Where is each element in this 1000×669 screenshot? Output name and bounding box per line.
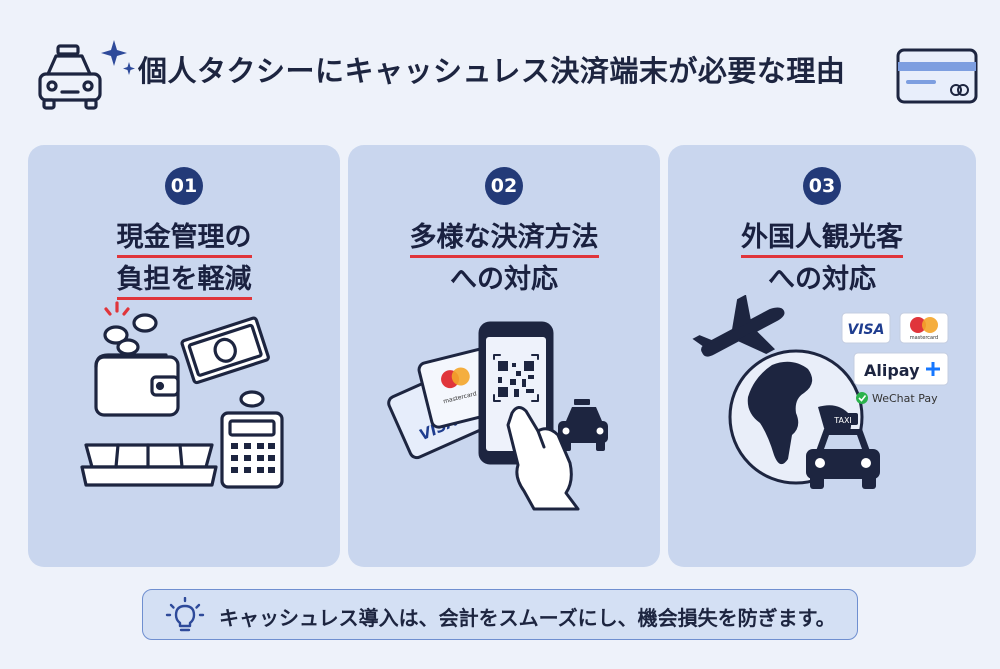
card-title-line2: への対応 [450,264,558,295]
mastercard-badge: mastercard [899,312,949,344]
card-title: 多様な決済方法 への対応 [348,217,660,301]
taxi-icon [38,40,135,110]
card-title-line1: 多様な決済方法 [409,221,599,258]
wechat-logo: WeChat Pay [872,392,938,405]
page-title: 個人タクシーにキャッシュレス決済端末が必要な理由 [138,54,846,88]
card-title: 現金管理の 負担を軽減 [28,217,340,301]
calculator-icon [220,411,284,489]
banknote-icon [180,316,270,385]
reason-card-foreign-tourists: 03 外国人観光客 への対応 VISA mastercard [668,145,976,567]
taxi-sign: TAXI [833,416,852,425]
footer-message: キャッシュレス導入は、会計をスムーズにし、機会損失を防ぎます。 [142,589,858,640]
lightbulb-icon [165,597,205,632]
taxi-icon: TAXI [806,413,880,489]
card-title-line1: 現金管理の [116,221,252,258]
wechat-pay-label: WeChat Pay [856,392,938,405]
mastercard-label: mastercard [910,335,938,341]
hand-icon [506,406,580,511]
reason-card-payment-methods: 02 多様な決済方法 への対応 VISA mastercard [348,145,660,567]
airplane-icon [692,295,785,357]
visa-badge: VISA [841,312,891,344]
credit-card-icon [896,48,978,104]
footer-text: キャッシュレス導入は、会計をスムーズにし、機会損失を防ぎます。 [219,606,836,630]
payment-illustration: VISA mastercard [387,321,608,511]
wallet-icon [94,353,180,417]
reason-card-cash-management: 01 現金管理の 負担を軽減 [28,145,340,567]
alipay-badge: Alipay [853,352,949,386]
alipay-logo: Alipay [864,361,920,380]
card-title-line2: への対応 [768,264,876,295]
tourist-illustration: VISA mastercard Alipay WeChat Pay TAXI [692,295,949,489]
card-title-line1: 外国人観光客 [741,221,903,258]
sparkle-icon [101,40,135,75]
card-title: 外国人観光客 への対応 [668,217,976,301]
coins-icon [103,301,158,356]
number-badge: 03 [803,167,841,205]
cash-tray-icon [80,443,218,487]
taxi-icon [558,399,608,451]
number-badge: 02 [485,167,523,205]
number-badge: 01 [165,167,203,205]
cash-illustration [80,301,284,489]
visa-logo: VISA [848,322,885,338]
card-title-line2: 負担を軽減 [116,263,252,300]
